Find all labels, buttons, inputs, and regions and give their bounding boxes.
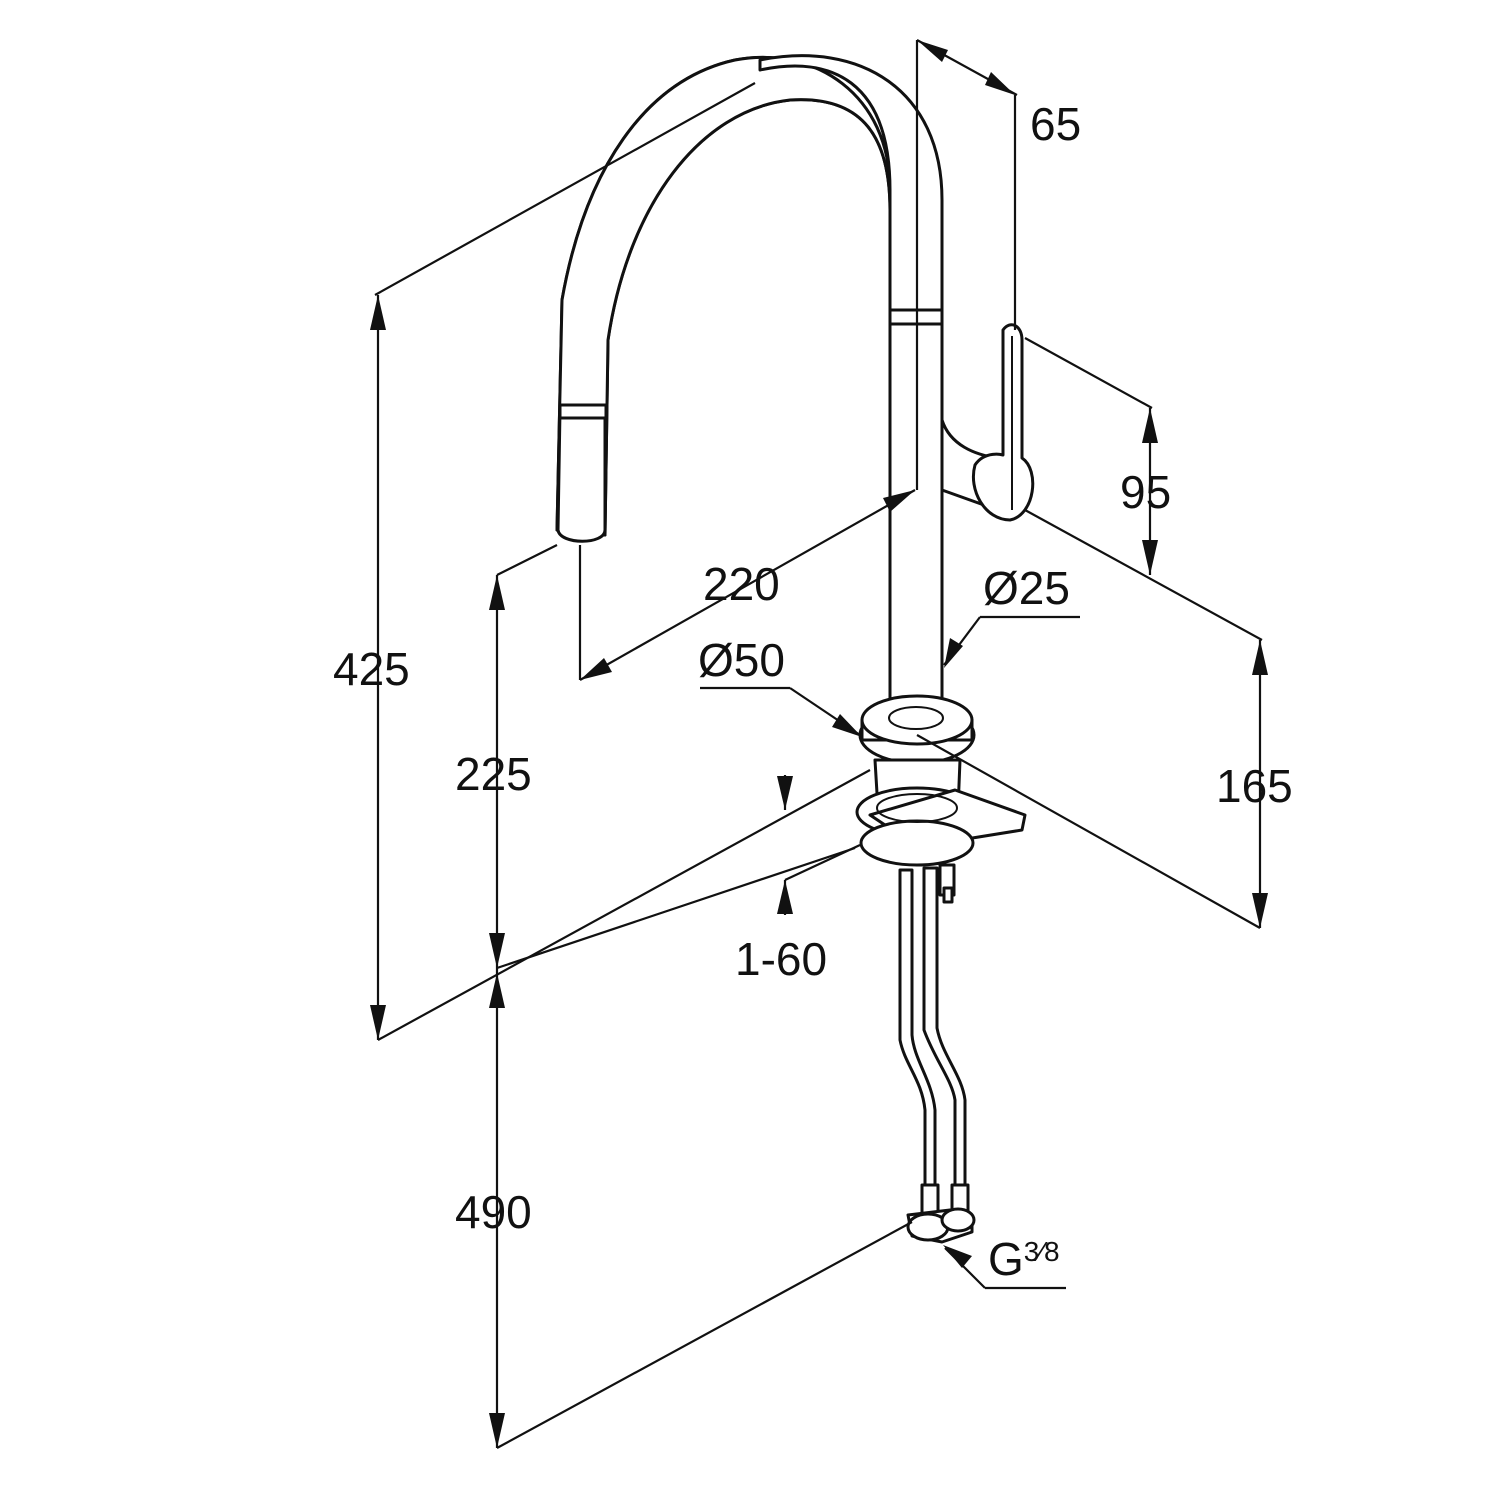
dimension-95-label: 95 [1120,466,1171,518]
dimension-diameter-25-label: Ø25 [983,562,1070,614]
dimension-165-label: 165 [1216,760,1293,812]
dimension-1-60-label: 1-60 [735,933,827,985]
dimension-65-label: 65 [1030,98,1081,150]
dimension-490-label: 490 [455,1186,532,1238]
dimension-diameter-50-label: Ø50 [698,634,785,686]
thread-fraction: 3⁄8 [1024,1236,1060,1267]
thread-prefix: G [988,1233,1024,1285]
dimension-425-label: 425 [333,643,410,695]
faucet-body [555,54,1035,1244]
thread-size-label: G3⁄8 [988,1233,1060,1285]
dimension-lines [370,39,1268,1449]
dimension-220-label: 220 [703,558,780,610]
dimension-225-label: 225 [455,748,532,800]
dimension-labels: 65 95 220 Ø25 Ø50 425 225 165 1-60 490 G… [333,98,1293,1285]
